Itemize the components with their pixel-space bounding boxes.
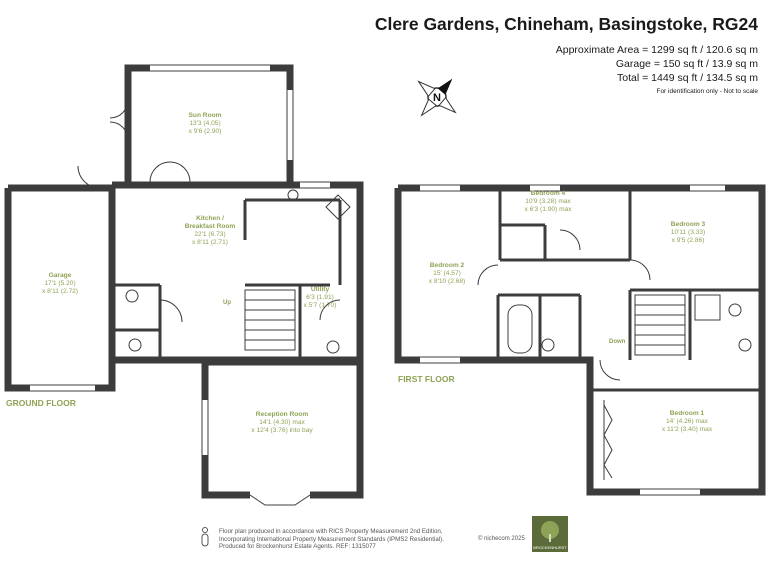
compass-label: N [433,92,441,104]
area-line-garage: Garage = 150 sq ft / 13.9 sq m [615,58,758,70]
room-label-kitchen: Kitchen / Breakfast Room 22'1 (6.73) x 8… [184,215,236,246]
area-line-total-house: Approximate Area = 1299 sq ft / 120.6 sq… [555,44,758,56]
reception-walls [205,358,364,499]
copyright-text: © nichecom 2025 [478,536,525,542]
room-label-bedroom1: Bedroom 1 14' (4.26) max x 11'2 (3.40) m… [661,410,713,433]
brockenhurst-logo: BROCKENHURST [532,516,568,552]
ground-floor-label: GROUND FLOOR [6,398,76,408]
room-label-bedroom2: Bedroom 2 15' (4.57) x 8'10 (2.68) [428,262,466,285]
footer-disclaimer: Floor plan produced in accordance with R… [219,528,444,551]
stairs-up-label: Up [223,300,231,306]
room-label-sun-room: Sun Room 13'3 (4.05) x 9'6 (2.90) [188,112,222,135]
ground-main-walls [112,181,364,364]
area-line-total: Total = 1449 sq ft / 134.5 sq m [617,72,758,84]
scale-note: For identification only - Not to scale [656,88,758,95]
room-label-bedroom3: Bedroom 3 10'11 (3.33) x 9'5 (2.86) [670,221,706,244]
room-label-bedroom4: Bedroom 4 10'9 (3.28) max x 6'3 (1.90) m… [524,190,572,213]
person-icon [201,527,209,547]
room-label-reception: Reception Room 14'1 (4.30) max x 12'4 (3… [251,411,313,434]
stairs-down-label: Down [609,339,626,345]
svg-text:BROCKENHURST: BROCKENHURST [533,545,567,550]
room-label-utility: Utility 6'3 (1.91) x 5'7 (1.70) [303,286,337,309]
garage-walls [4,184,116,392]
page-title: Clere Gardens, Chineham, Basingstoke, RG… [374,14,758,34]
first-floor-label: FIRST FLOOR [398,374,455,384]
compass-icon [417,78,457,117]
room-label-garage: Garage 17'1 (5.20) x 8'11 (2.72) [42,272,78,295]
